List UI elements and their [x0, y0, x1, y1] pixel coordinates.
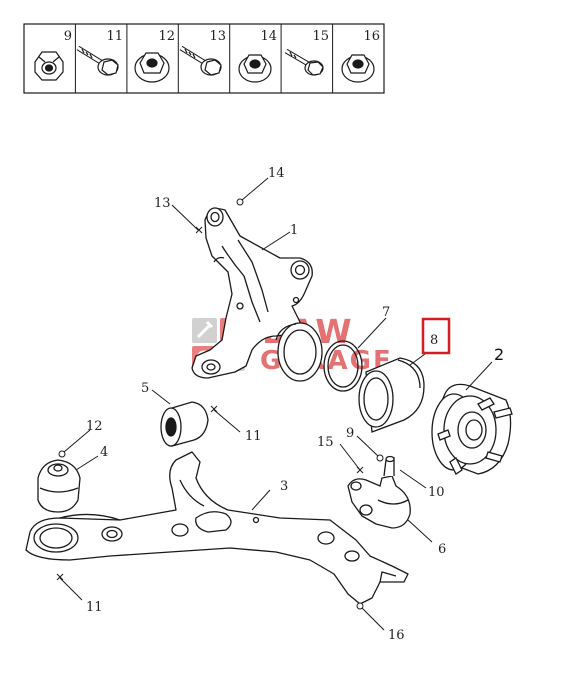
- callout-15: 15: [317, 435, 334, 450]
- callout-13: 13: [154, 196, 171, 211]
- flange-nut-icon: [238, 54, 272, 83]
- fastener-table-numbers: 9 11 12 13 14 15 16: [64, 29, 380, 44]
- bolt-marker-icon: [356, 466, 364, 474]
- fastener-number-13: 13: [209, 29, 226, 44]
- rear-bushing: [37, 459, 81, 513]
- fastener-number-11: 11: [106, 29, 123, 44]
- flange-bolt-icon: [284, 48, 324, 76]
- steering-knuckle: [191, 207, 323, 382]
- nut-marker-icon: [376, 454, 384, 462]
- callout-12: 12: [86, 419, 103, 434]
- callout-16: 16: [388, 628, 405, 643]
- callout-11-arm: 11: [86, 600, 103, 615]
- fastener-number-12: 12: [158, 29, 175, 44]
- leader-lines: [59, 177, 493, 631]
- bushing: [160, 401, 209, 447]
- nut-marker-icon: [58, 450, 66, 458]
- highlight-box: [421, 317, 451, 355]
- callout-10: 10: [428, 485, 445, 500]
- fastener-number-16: 16: [363, 29, 380, 44]
- flange-nut-icon: [134, 52, 170, 83]
- callout-4: 4: [100, 445, 108, 460]
- ball-joint: [347, 455, 411, 529]
- callout-1: 1: [290, 223, 298, 238]
- callout-3: 3: [280, 479, 288, 494]
- callout-8: 8: [430, 333, 438, 348]
- nut-marker-icon: [356, 602, 364, 610]
- nut-marker-icon: [236, 198, 244, 206]
- fastener-number-9: 9: [64, 29, 72, 44]
- lower-control-arm: [25, 451, 409, 605]
- callout-5: 5: [141, 381, 149, 396]
- castle-nut-icon: [34, 51, 64, 81]
- bolt-marker-icon: [210, 405, 218, 413]
- callout-9: 9: [346, 426, 354, 441]
- flange-bolt-icon: [179, 45, 222, 76]
- snap-ring: [323, 340, 363, 392]
- fastener-number-15: 15: [312, 29, 329, 44]
- callout-6: 6: [438, 542, 446, 557]
- bolt-marker-icon: [56, 573, 64, 581]
- bolt-marker-icon: [195, 226, 203, 234]
- callout-7: 7: [382, 305, 390, 320]
- fastener-table: [23, 23, 385, 94]
- fastener-number-14: 14: [260, 29, 277, 44]
- wrench-icon: [196, 320, 214, 339]
- callout-2: 2: [494, 345, 504, 364]
- fastener-markers: [56, 198, 384, 610]
- wheel-hub: [431, 383, 513, 475]
- callouts: 1 2 3 4 5 6 7 8 9 10 11 11 12 13 14 15 1…: [86, 166, 504, 643]
- callout-11-bushing: 11: [245, 429, 262, 444]
- flange-nut-icon: [341, 54, 375, 83]
- callout-14: 14: [268, 166, 285, 181]
- flange-bolt-icon: [76, 45, 119, 76]
- wheel-bearing: [358, 357, 425, 433]
